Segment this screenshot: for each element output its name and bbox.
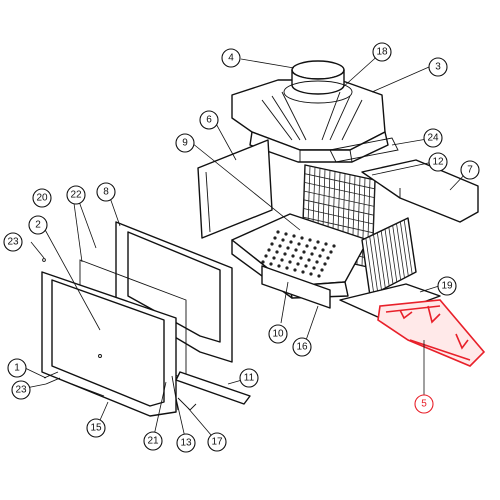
callout-label: 11 (244, 373, 255, 384)
callout-label: 8 (103, 187, 109, 198)
leader-lines (20, 51, 468, 443)
callout-c12: 12 (428, 152, 448, 172)
door-frame (115, 221, 233, 363)
callout-label: 23 (7, 237, 19, 248)
callout-label: 4 (228, 53, 234, 64)
callout-label: 1 (14, 363, 20, 374)
callout-c17: 17 (207, 432, 227, 452)
callout-c21: 22 (66, 185, 86, 205)
latch-17 (177, 397, 197, 411)
callout-c4: 4 (221, 48, 241, 68)
callout-label: 23 (15, 385, 27, 396)
callout-c19: 19 (437, 276, 457, 296)
callout-label: 18 (376, 47, 388, 58)
right-side-brick (361, 217, 417, 297)
callout-c5: 5 (414, 394, 434, 414)
callout-label: 6 (206, 115, 212, 126)
callout-c23b: 23 (11, 380, 31, 400)
callout-label: 7 (467, 165, 473, 176)
ash-pan (261, 265, 331, 309)
highlighted-part-5 (377, 299, 486, 367)
callout-label: 15 (90, 423, 102, 434)
callout-label: 16 (296, 342, 308, 353)
callout-c23a: 23 (3, 232, 23, 252)
callout-label: 17 (211, 437, 223, 448)
callout-c10: 10 (268, 324, 288, 344)
baffle-plate-24 (329, 137, 399, 163)
callout-label: 3 (435, 62, 441, 73)
trim-bar (175, 371, 251, 405)
callout-c15: 15 (86, 418, 106, 438)
callout-c7: 7 (460, 160, 480, 180)
callout-c11: 11 (239, 368, 259, 388)
callout-label: 21 (147, 436, 159, 447)
front-door (41, 271, 177, 417)
callout-c9: 9 (175, 133, 195, 153)
callout-label: 13 (180, 438, 192, 449)
callout-c2: 2 (28, 215, 48, 235)
bottom-plate (339, 283, 441, 319)
flue-collar (283, 60, 353, 104)
callout-c3: 3 (428, 57, 448, 77)
callout-c6: 6 (199, 110, 219, 130)
callout-label: 10 (272, 329, 284, 340)
callout-label: 2 (35, 220, 41, 231)
callout-label: 19 (441, 281, 453, 292)
callout-c24: 24 (423, 128, 443, 148)
callout-label: 12 (432, 157, 444, 168)
callout-c22: 21 (143, 431, 163, 451)
side-panel (197, 139, 273, 239)
handle-rod (171, 375, 179, 411)
callout-c8: 8 (96, 182, 116, 202)
callout-label: 24 (427, 133, 439, 144)
callout-c1: 1 (7, 358, 27, 378)
callout-c18: 18 (372, 42, 392, 62)
callout-label: 9 (182, 138, 188, 149)
callout-c20: 20 (32, 188, 52, 208)
callout-label: 22 (70, 190, 82, 201)
callout-label: 5 (421, 399, 427, 410)
callout-label: 20 (36, 193, 48, 204)
callout-c16: 16 (292, 337, 312, 357)
callout-c13: 13 (176, 433, 196, 453)
